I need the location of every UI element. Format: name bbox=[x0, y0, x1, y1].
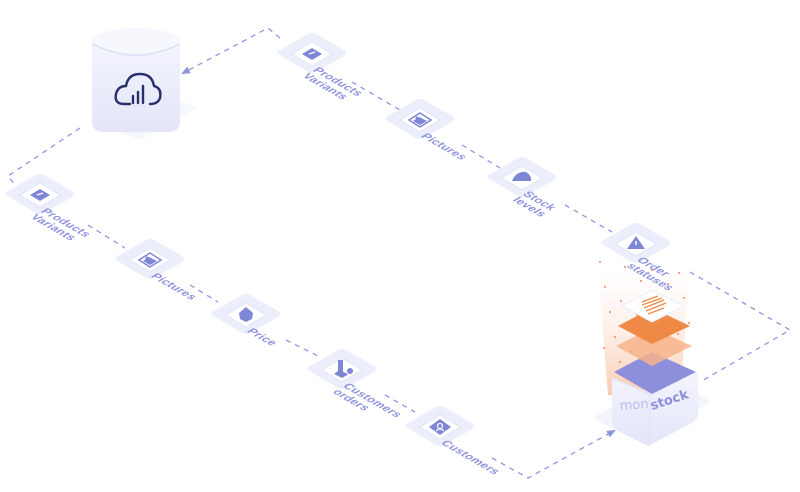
brand-mon: mon bbox=[619, 397, 649, 414]
flow-lines bbox=[7, 27, 792, 479]
node-outbound_flow-0 bbox=[5, 174, 74, 214]
layer-violet bbox=[614, 352, 696, 394]
node-return_flow-3 bbox=[601, 223, 670, 263]
line-customers-to-monstock bbox=[491, 429, 616, 479]
layer-orange bbox=[618, 308, 690, 344]
line-return-to-cloud bbox=[180, 27, 281, 75]
line-pictures-to-stock bbox=[461, 144, 501, 169]
sparkle-dot bbox=[678, 272, 680, 274]
sparkle-dot bbox=[683, 297, 685, 299]
sparkle-dot bbox=[677, 333, 679, 335]
sparkle-dot bbox=[624, 266, 626, 268]
picture-icon bbox=[407, 112, 433, 128]
warning-icon bbox=[627, 236, 645, 249]
layer-document bbox=[620, 289, 686, 323]
node-return_flow-1 bbox=[385, 99, 454, 139]
sparkle-dot bbox=[603, 347, 605, 349]
product-box-icon bbox=[302, 48, 322, 60]
sparkle-dot bbox=[640, 280, 642, 282]
node-outbound_flow-1 bbox=[115, 239, 184, 279]
sparkle-dot bbox=[688, 322, 690, 324]
sparkle-dot bbox=[609, 311, 611, 313]
sparkle-dot bbox=[614, 336, 616, 338]
cloud-analytics-icon bbox=[114, 72, 162, 106]
node-return_flow-0 bbox=[277, 33, 346, 73]
sparkle-dot bbox=[651, 269, 653, 271]
customer-order-icon bbox=[334, 360, 354, 378]
sparkle-dot bbox=[620, 300, 622, 302]
line-pv-to-pictures bbox=[351, 81, 401, 111]
line-order-to-monstock bbox=[689, 271, 792, 383]
monstock-target: mon stock bbox=[592, 261, 712, 446]
node-outbound_flow-4 bbox=[405, 406, 474, 446]
line-pv-to-pictures-left bbox=[87, 224, 126, 249]
line-stock-to-order bbox=[564, 204, 613, 233]
document-lines-icon bbox=[641, 295, 667, 315]
layer-orange-light bbox=[616, 328, 692, 366]
node-outbound_flow-2 bbox=[211, 294, 280, 334]
node-outbound_flow-3 bbox=[307, 349, 376, 389]
line-price-to-orders bbox=[285, 339, 319, 357]
node-return_flow-2 bbox=[487, 157, 556, 197]
sparkle-dot bbox=[604, 286, 606, 288]
customer-icon bbox=[429, 419, 451, 435]
sparkle-dot bbox=[667, 283, 669, 285]
sparkle-dot bbox=[619, 361, 621, 363]
cloud-source-box bbox=[88, 28, 198, 140]
price-tag-icon bbox=[239, 307, 253, 322]
picture-icon bbox=[137, 252, 163, 268]
product-box-icon bbox=[30, 189, 50, 201]
sparkle-dot bbox=[599, 261, 601, 263]
stock-levels-icon bbox=[512, 171, 532, 181]
